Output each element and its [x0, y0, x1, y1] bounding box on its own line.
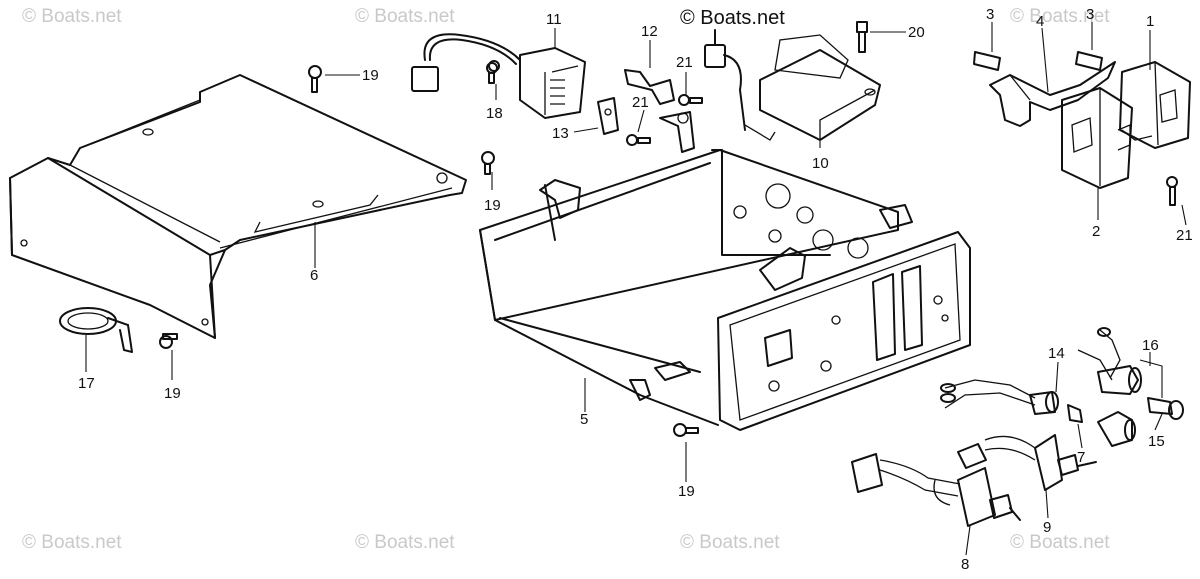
callout-15: 15 [1148, 433, 1165, 450]
pad-part[interactable] [1075, 51, 1103, 71]
toggle-switch-part[interactable] [851, 453, 1021, 527]
callout-6: 6 [310, 267, 318, 284]
watermark-main: © Boats.net [680, 7, 785, 29]
bulb-part[interactable] [1067, 404, 1083, 423]
main-frame-part[interactable] [479, 111, 913, 426]
callout-12: 12 [641, 23, 658, 40]
callout-3: 3 [986, 6, 994, 23]
callout-11: 11 [546, 11, 562, 28]
callout-19: 19 [164, 385, 181, 402]
screw-part[interactable] [1166, 176, 1178, 206]
callout-13: 13 [552, 125, 569, 142]
cover-plate-part[interactable] [9, 74, 467, 339]
callout-4: 4 [1036, 13, 1044, 30]
callout-7: 7 [1077, 449, 1085, 466]
callout-20: 20 [908, 24, 925, 41]
callout-21: 21 [1176, 227, 1193, 244]
watermark: © Boats.net [22, 532, 122, 553]
bolt-part[interactable] [308, 65, 322, 93]
switch-part[interactable] [1119, 61, 1191, 149]
callout-19: 19 [484, 197, 501, 214]
callout-1: 1 [1146, 13, 1154, 30]
callout-21: 21 [632, 94, 649, 111]
callout-8: 8 [961, 556, 969, 573]
clamp-part[interactable] [59, 307, 133, 353]
callout-3: 3 [1086, 6, 1094, 23]
watermark: © Boats.net [680, 532, 780, 553]
watermark-layer: © Boats.net © Boats.net © Boats.net © Bo… [22, 6, 1110, 553]
screw-part[interactable] [626, 134, 651, 146]
switch-part[interactable] [1061, 87, 1133, 189]
watermark: © Boats.net [355, 532, 455, 553]
watermark: © Boats.net [1010, 532, 1110, 553]
pad-part[interactable] [973, 51, 1001, 71]
bolt-part[interactable] [673, 423, 699, 437]
callout-19: 19 [362, 67, 379, 84]
toggle-switch-part[interactable] [957, 434, 1097, 491]
regulator-part[interactable] [704, 29, 881, 141]
callout-17: 17 [78, 375, 95, 392]
bracket-part[interactable] [597, 97, 619, 135]
callout-10: 10 [812, 155, 829, 172]
bolt-part[interactable] [159, 333, 178, 349]
watermark: © Boats.net [1010, 6, 1110, 27]
leader-lines [85, 22, 1187, 556]
watermark: © Boats.net [22, 6, 122, 27]
callout-5: 5 [580, 411, 588, 428]
callout-labels: 1 2 3 3 4 5 6 7 8 9 10 11 12 13 14 15 16… [78, 6, 1193, 573]
callout-2: 2 [1092, 223, 1100, 240]
screw-part[interactable] [856, 21, 868, 53]
lens-part[interactable] [1147, 397, 1184, 420]
callout-19: 19 [678, 483, 695, 500]
callout-9: 9 [1043, 519, 1051, 536]
front-panel-part[interactable] [717, 231, 971, 431]
callout-18: 18 [486, 105, 503, 122]
grommet-part[interactable] [486, 62, 498, 84]
bolt-part[interactable] [481, 151, 495, 175]
callout-21: 21 [676, 54, 693, 71]
bracket-part[interactable] [624, 69, 675, 105]
callout-14: 14 [1048, 345, 1065, 362]
watermark: © Boats.net [355, 6, 455, 27]
lamp-socket-part[interactable] [1077, 327, 1142, 447]
screw-part[interactable] [678, 94, 703, 106]
lamp-socket-part[interactable] [940, 379, 1059, 415]
callout-16: 16 [1142, 337, 1159, 354]
switch-bracket-part[interactable] [989, 61, 1116, 127]
